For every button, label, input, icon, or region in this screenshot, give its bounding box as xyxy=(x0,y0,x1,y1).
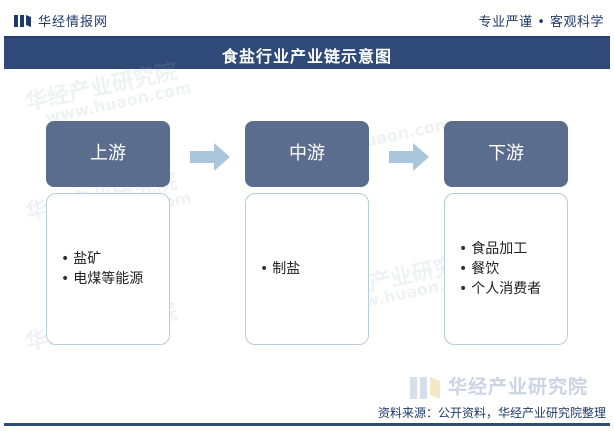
watermark-brand-bottom: 华经产业研究院 xyxy=(448,376,589,398)
stage-upstream-header: 上游 xyxy=(46,121,170,187)
right-arrow-icon xyxy=(190,143,230,171)
list-item: 食品加工 xyxy=(459,239,561,259)
brand-name: 华经情报网 xyxy=(38,15,109,30)
diagram-stage: 华经产业研究院 www.huaon.com 华经产业研究院 www.huaon.… xyxy=(4,59,610,400)
stage-midstream-box: 制盐 xyxy=(245,193,369,345)
right-arrow-icon xyxy=(389,143,429,171)
stage-midstream-header: 中游 xyxy=(245,121,369,187)
top-bar: 华经情报网 专业严谨 • 客观科学 xyxy=(0,0,614,36)
list-item: 餐饮 xyxy=(459,259,561,279)
title-band: 食盐行业产业链示意图 xyxy=(4,36,610,69)
list-item: 制盐 xyxy=(260,259,362,279)
slogan: 专业严谨 • 客观科学 xyxy=(478,15,604,30)
stage-midstream-list: 制盐 xyxy=(260,259,362,279)
watermark-site: www.huaon.com xyxy=(43,77,193,128)
stage-downstream-header: 下游 xyxy=(444,121,568,187)
source-note: 资料来源：公开资料，华经产业研究院整理 xyxy=(377,406,606,420)
watermark-logo-icon xyxy=(410,377,440,399)
stage-upstream-box: 盐矿 电煤等能源 xyxy=(46,193,170,345)
stage-upstream-list: 盐矿 电煤等能源 xyxy=(61,249,163,289)
logo-icon xyxy=(14,15,31,27)
list-item: 个人消费者 xyxy=(459,279,561,299)
stage-downstream-box: 食品加工 餐饮 个人消费者 xyxy=(444,193,568,345)
bottom-rule xyxy=(4,423,610,426)
list-item: 盐矿 xyxy=(61,249,163,269)
diagram-title: 食盐行业产业链示意图 xyxy=(221,47,392,66)
stage-downstream-list: 食品加工 餐饮 个人消费者 xyxy=(459,239,561,299)
list-item: 电煤等能源 xyxy=(61,269,163,289)
